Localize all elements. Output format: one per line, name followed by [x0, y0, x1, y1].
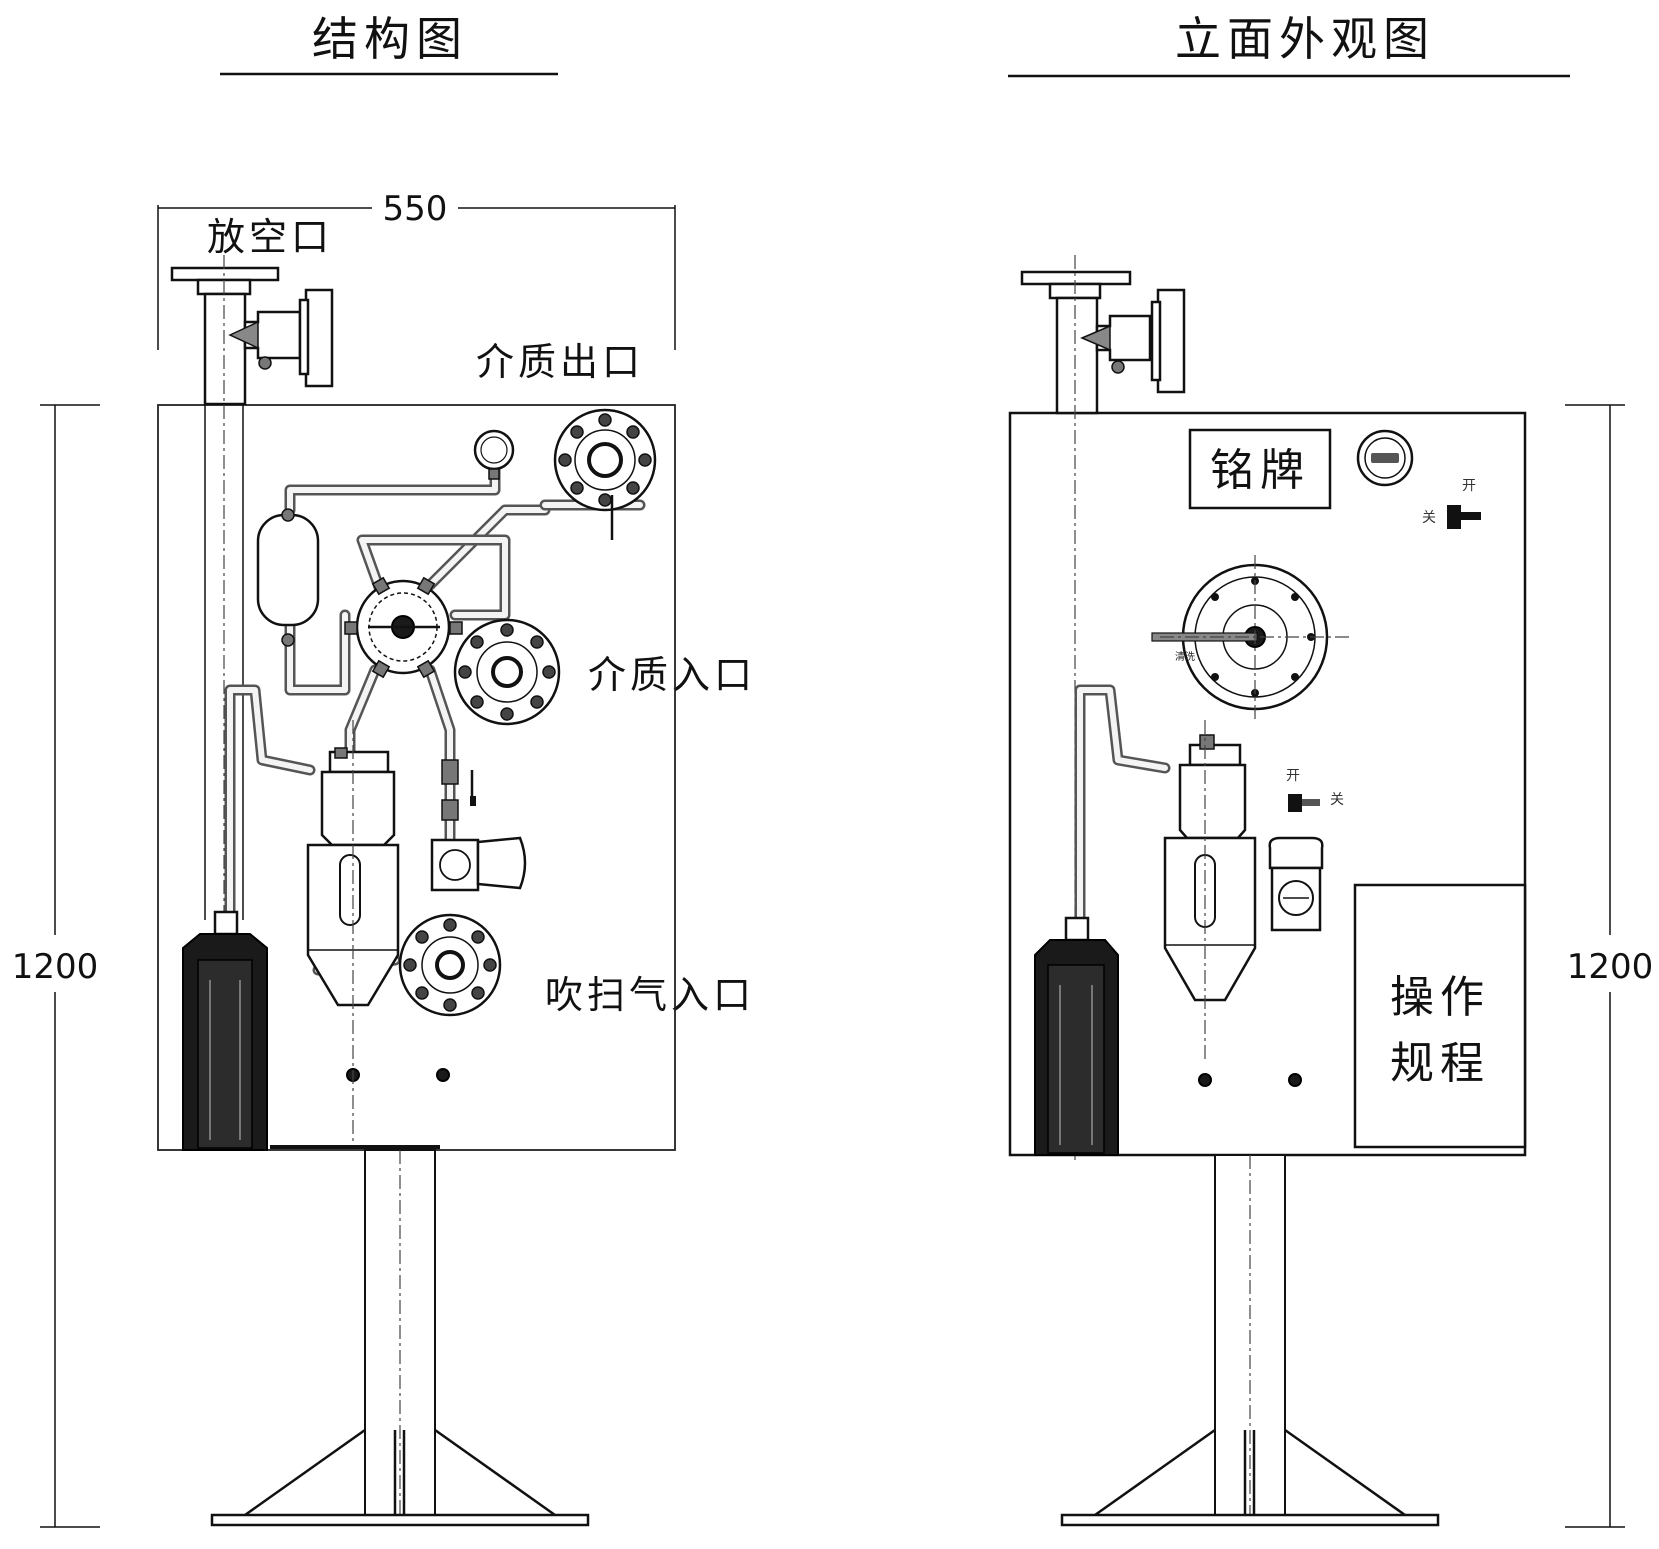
elevation-view: 铭牌 开 关 — [1008, 255, 1527, 1527]
pressure-gauge-left — [473, 429, 515, 480]
mid-switch-on-label: 开 — [1286, 768, 1300, 784]
structure-view-title: 结构图 — [220, 12, 558, 76]
height-dimension-right: 1200 — [1565, 404, 1654, 1528]
nameplate-box: 铭牌 — [1188, 428, 1332, 510]
stand-left — [210, 1149, 590, 1527]
buffer-vessel-left — [256, 513, 320, 627]
top-switch-off-label: 关 — [1422, 510, 1436, 526]
vent-assembly-right — [1020, 270, 1186, 415]
medium-outlet-label: 介质出口 — [476, 340, 644, 384]
procedure-text-line1: 操作 — [1390, 972, 1490, 1023]
width-dimension: 550 — [157, 189, 676, 350]
height-right-text: 1200 — [1567, 947, 1654, 987]
procedure-text-line2: 规程 — [1390, 1038, 1490, 1089]
medium-inlet-label: 介质入口 — [588, 653, 756, 697]
filter-regulator-right — [1268, 836, 1324, 932]
top-switch-on-label: 开 — [1462, 478, 1476, 494]
valve-purge-label: 清洗 — [1175, 650, 1195, 663]
medium-inlet-flange-left — [453, 618, 561, 726]
tubing-right — [1074, 684, 1171, 941]
stand-right — [1060, 1154, 1440, 1527]
top-switch[interactable]: 开 关 — [1422, 478, 1481, 529]
purge-inlet-label: 吹扫气入口 — [545, 973, 755, 1017]
sampling-cylinder-right — [1163, 720, 1257, 1060]
width-dimension-text: 550 — [383, 189, 448, 229]
structure-view — [157, 255, 676, 1527]
procedure-box: 操作 规程 — [1353, 883, 1527, 1149]
elevation-title-text: 立面外观图 — [1175, 12, 1435, 66]
purge-inlet-flange-left — [398, 913, 502, 1017]
medium-outlet-flange-left — [553, 408, 657, 540]
pressure-gauge-right — [1356, 429, 1414, 487]
height-dimension-left: 1200 — [12, 404, 100, 1528]
structure-title-text: 结构图 — [312, 12, 468, 66]
mid-switch-off-label: 关 — [1330, 792, 1344, 808]
sampling-cylinder-left — [306, 747, 450, 1082]
multiport-valve-left — [344, 576, 463, 679]
filter-bottle-right — [1034, 916, 1119, 1156]
elevation-view-title: 立面外观图 — [1008, 12, 1570, 78]
filter-bottle-left — [182, 910, 268, 1151]
filter-regulator-left — [430, 759, 527, 892]
height-left-text: 1200 — [12, 947, 99, 987]
vent-assembly-left — [170, 266, 334, 406]
multiport-valve-right[interactable]: 清洗 — [1151, 555, 1350, 720]
vent-label: 放空口 — [207, 215, 333, 259]
nameplate-text: 铭牌 — [1210, 445, 1310, 496]
mid-switch[interactable]: 开 关 — [1286, 768, 1344, 812]
